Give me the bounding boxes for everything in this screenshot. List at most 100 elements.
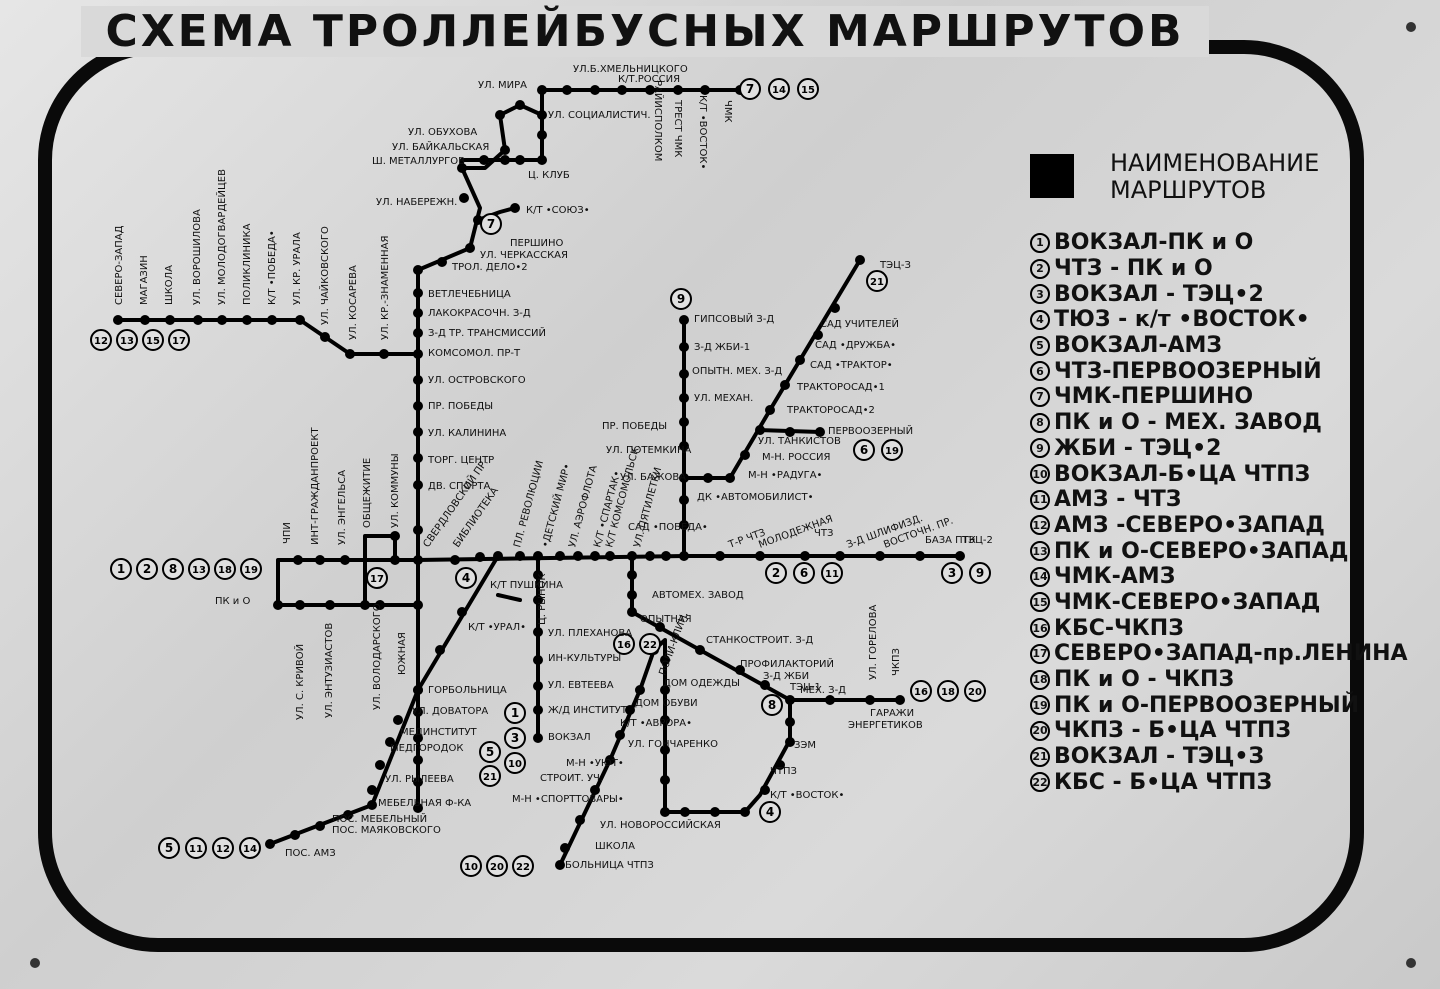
stop-label: УЛ. НАБЕРЕЖН. [376, 197, 457, 208]
route-name: ТЮЗ - к/т •ВОСТОК• [1054, 307, 1310, 333]
stop-label: К/Т ПУШКИНА [490, 580, 563, 591]
stop-dot [510, 203, 520, 213]
stop-label: К/Т.РОССИЯ [618, 74, 680, 85]
stop-label: ТРАКТОРОСАД•1 [796, 382, 885, 393]
svg-text:11: 11 [825, 569, 839, 580]
stop-label: ЧМК [722, 100, 733, 123]
route-name: КБС - Б•ЦА ЧТПЗ [1054, 769, 1273, 795]
stop-dot [660, 715, 670, 725]
stop-dot [635, 685, 645, 695]
stop-dot [533, 570, 543, 580]
terminal-route-badge: 21 [866, 270, 888, 292]
stop-dot [627, 607, 637, 617]
stop-dot [495, 110, 505, 120]
svg-text:5: 5 [165, 841, 173, 855]
stop-label: СТРОИТ. УЧ. [540, 773, 603, 784]
stop-dot [375, 600, 385, 610]
route-number-badge: 13 [1030, 541, 1050, 562]
legend-title: НАИМЕНОВАНИЕ МАРШРУТОВ [1110, 150, 1319, 204]
svg-text:6: 6 [860, 443, 868, 457]
stop-dot [625, 705, 635, 715]
stop-label: Ц. РЫНОК [537, 574, 548, 625]
stop-label: ТЭЦ-2 [961, 535, 993, 546]
terminal-route-badge: 10 [504, 752, 526, 774]
route-number-badge: 15 [1030, 592, 1050, 613]
stop-dot [605, 551, 615, 561]
stop-dot [835, 551, 845, 561]
stop-dot [679, 417, 689, 427]
stop-dot [661, 551, 671, 561]
stop-label: М-Н •СПОРТТОВАРЫ• [512, 794, 624, 805]
svg-text:6: 6 [800, 566, 808, 580]
stop-dot [795, 355, 805, 365]
stop-dot [645, 551, 655, 561]
stop-dot [475, 552, 485, 562]
stop-dot [413, 685, 423, 695]
terminal-route-badge: 20 [486, 855, 508, 877]
stop-dot [343, 810, 353, 820]
terminal-route-badge: 10 [460, 855, 482, 877]
stop-dot [590, 85, 600, 95]
route-number-badge: 16 [1030, 618, 1050, 639]
stop-label: Ш. МЕТАЛЛУРГОВ [372, 156, 465, 167]
stop-label: УЛ. ГОНЧАРЕНКО [628, 739, 718, 750]
stop-label: САД •ПОБЕДА• [628, 522, 708, 533]
stop-dot [265, 839, 275, 849]
stop-label: УЛ. ДОВАТОРА [412, 706, 488, 717]
stop-dot [413, 803, 423, 813]
stop-dot [193, 315, 203, 325]
svg-text:15: 15 [146, 336, 160, 347]
stop-dot [679, 315, 689, 325]
terminal-route-badge: 18 [937, 680, 959, 702]
stop-dot [413, 308, 423, 318]
stop-dot [435, 645, 445, 655]
terminal-route-badge: 19 [881, 439, 903, 461]
stop-label: З-Д ЖБИ [763, 671, 809, 682]
stop-label: ВОКЗАЛ [548, 732, 591, 743]
stop-label: МЕДИНСТИТУТ [400, 727, 478, 738]
stop-label: ШКОЛА [164, 265, 175, 305]
terminal-route-badge: 17 [366, 567, 388, 589]
stop-dot [813, 330, 823, 340]
terminal-route-badge: 9 [969, 562, 991, 584]
stop-label: К/Т •УРАЛ• [468, 622, 526, 633]
stop-dot [375, 760, 385, 770]
route-name: ЖБИ - ТЭЦ•2 [1054, 435, 1222, 461]
stop-label: УЛ. ВОРОШИЛОВА [192, 209, 203, 305]
stop-dot [367, 785, 377, 795]
stop-label: К/Т •ВОСТОК• [697, 95, 708, 169]
svg-text:21: 21 [483, 772, 497, 783]
svg-text:20: 20 [968, 687, 982, 698]
svg-text:8: 8 [169, 562, 177, 576]
svg-text:18: 18 [941, 687, 955, 698]
route-number-badge: 6 [1030, 361, 1050, 382]
stop-dot [413, 453, 423, 463]
route-number-badge: 2 [1030, 258, 1050, 279]
stop-label: ДК •АВТОМОБИЛИСТ• [697, 492, 814, 503]
stop-label: З-Д ЖБИ-1 [694, 342, 750, 353]
mounting-pin [1406, 958, 1416, 968]
stop-label: УЛ. МИРА [478, 80, 527, 91]
terminal-route-badge: 1 [110, 558, 132, 580]
stop-dot [413, 555, 423, 565]
stop-dot [679, 369, 689, 379]
stop-dot [627, 551, 637, 561]
stop-label: УЛ. КОСАРЕВА [348, 265, 359, 340]
stop-dot [679, 495, 689, 505]
stop-label: УЛ. ЭНГЕЛЬСА [337, 470, 348, 545]
route-name: КБС-ЧКПЗ [1054, 615, 1184, 641]
terminal-route-badge: 20 [964, 680, 986, 702]
stop-dot [533, 681, 543, 691]
stop-label: ДОМ ОБУВИ [635, 698, 698, 709]
stop-label: РАЙИСПОЛКОМ [652, 80, 665, 161]
stop-dot [855, 255, 865, 265]
route-number-badge: 1 [1030, 232, 1050, 253]
stop-label: З-Д ТР. ТРАНСМИССИЙ [428, 326, 546, 339]
